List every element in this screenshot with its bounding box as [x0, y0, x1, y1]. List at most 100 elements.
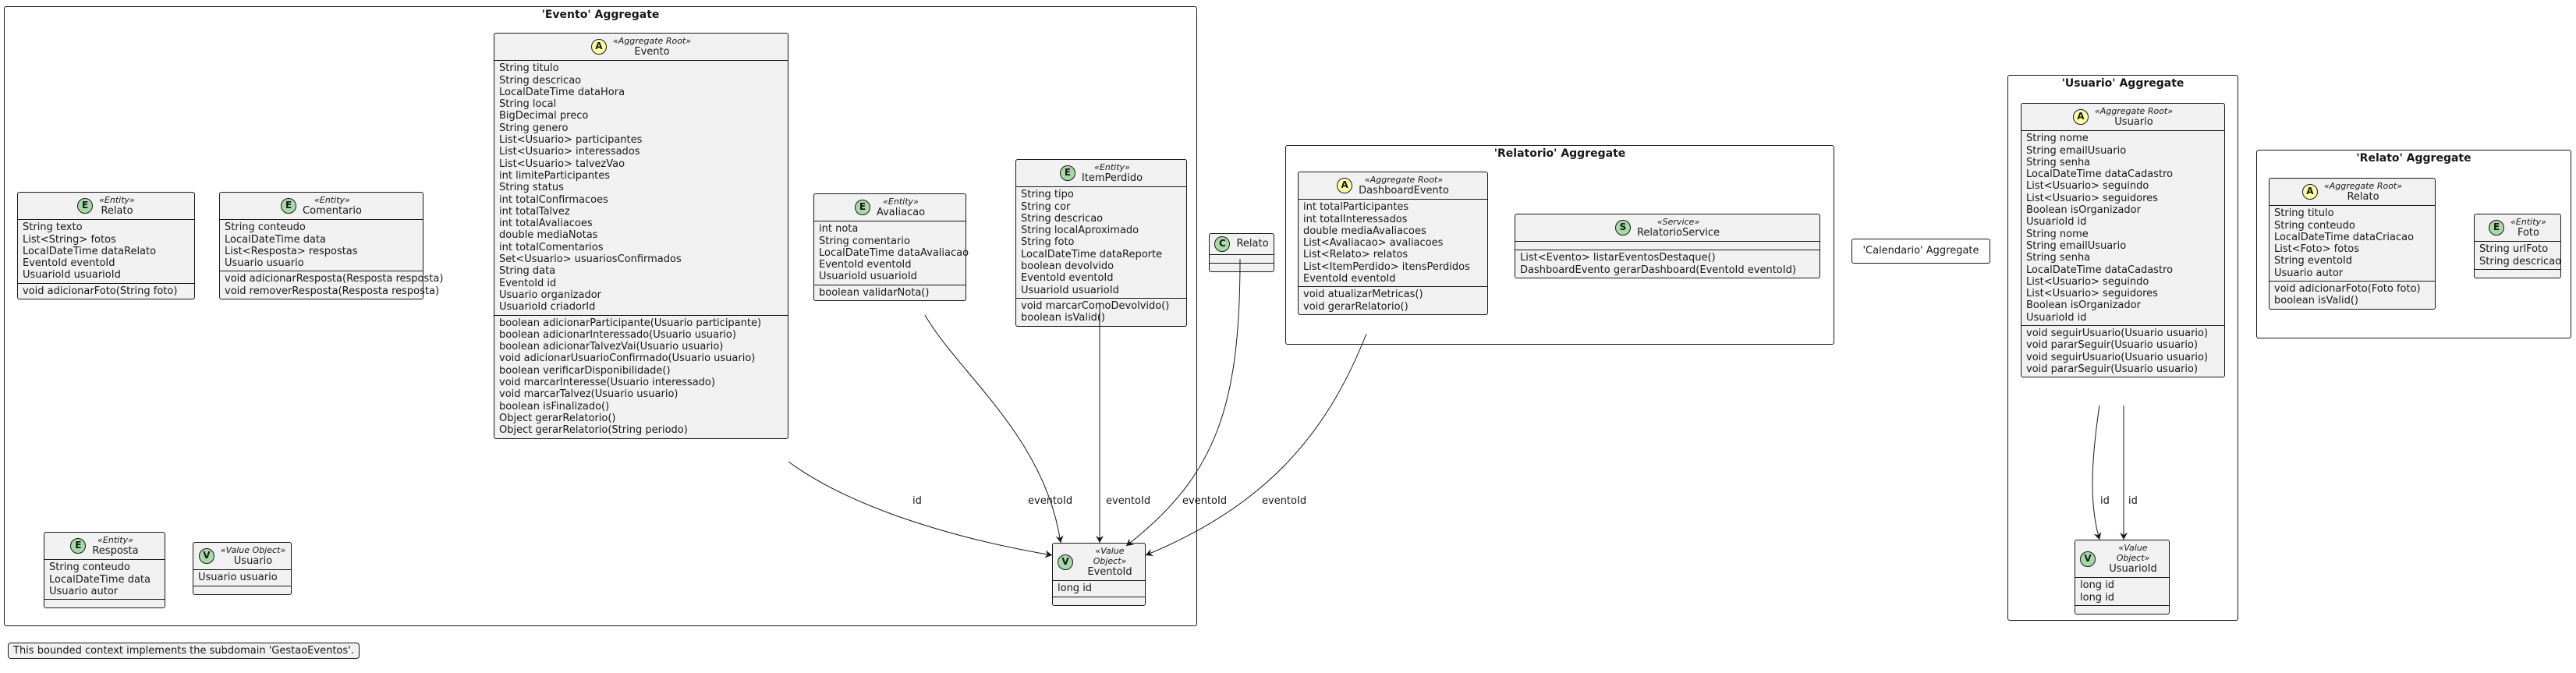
class-name: DashboardEvento [1359, 185, 1449, 197]
class-attribute: int totalTalvez [499, 205, 570, 218]
class-methods: void marcarComoDevolvido()boolean isVali… [1016, 299, 1186, 326]
class-stereotype: «Entity» [2510, 217, 2546, 227]
class-method: void gerarRelatorio() [1303, 300, 1408, 313]
class-attribute: int totalAvaliacoes [499, 218, 593, 230]
class-attribute: LocalDateTime dataRelato [23, 245, 157, 257]
class-name: Relato [101, 205, 133, 217]
edge-label: eventoId [1028, 495, 1072, 507]
class-header: V«Value Object»Usuario [193, 543, 291, 571]
class-heading: «Aggregate Root»Evento [613, 36, 691, 58]
class-header: E«Entity»ItemPerdido [1016, 160, 1186, 188]
class-heading: «Entity»Foto [2510, 217, 2546, 239]
class-attribute: int nota [819, 223, 859, 236]
class-attribute: String titulo [499, 62, 559, 75]
class-attribute: String descricao [499, 74, 582, 87]
class-header: E«Entity»Foto [2475, 214, 2560, 243]
class-method: boolean isValid() [2274, 295, 2358, 307]
class-attribute: String cor [1021, 200, 1071, 213]
class-attribute: String local [499, 98, 557, 111]
class-stereotype: «Entity» [97, 535, 133, 545]
class-stereotype: «Value Object» [1093, 546, 1127, 566]
class-method: boolean validarNota() [819, 286, 930, 299]
class-attribute: String descricao [1021, 212, 1104, 225]
class-attribute: Boolean isOrganizador [2026, 204, 2141, 217]
class-name: RelatorioService [1636, 227, 1720, 239]
class-attribute: List<Foto> fotos [2274, 243, 2360, 256]
class-methods: boolean adicionarParticipante(Usuario pa… [494, 316, 788, 438]
class-methods: void adicionarFoto(Foto foto)boolean isV… [2270, 282, 2435, 309]
edge-usuario-usuarioid-1 [2092, 405, 2102, 540]
class-attribute: List<Usuario> participantes [499, 134, 643, 147]
class-attribute: EventoId eventoId [1303, 273, 1396, 285]
edge-label: id [912, 495, 922, 507]
class-method: void adicionarFoto(String foto) [23, 285, 178, 297]
class-attribute: Usuario organizador [499, 289, 602, 301]
class-header: E«Entity»Avaliacao [814, 194, 966, 222]
class-attribute: Boolean isOrganizador [2026, 299, 2141, 312]
class-kind-icon: A [1337, 178, 1353, 194]
class-stereotype: «Aggregate Root» [612, 36, 692, 46]
class-heading: «Value Object»UsuarioId [2102, 543, 2164, 575]
context-note: This bounded context implements the subd… [8, 643, 360, 659]
class-kind-icon: A [590, 39, 607, 55]
package-calendario: 'Calendario' Aggregate [1851, 239, 1990, 264]
class-attribute: LocalDateTime dataHora [499, 86, 625, 98]
class-attribute: List<Usuario> seguindo [2026, 275, 2149, 288]
package-relato: 'Relato' Aggregate [2256, 150, 2571, 338]
class-method: List<Evento> listarEventosDestaque() [1520, 252, 1716, 264]
class-name: Evento [634, 46, 670, 58]
class-attribute: EventoId eventoId [819, 259, 912, 271]
class-attribute: String conteudo [49, 561, 130, 574]
class-method: boolean adicionarTalvezVai(Usuario usuar… [499, 341, 724, 353]
class-attribute: String eventoId [2274, 255, 2352, 267]
class-attribute: String conteudo [225, 221, 306, 234]
class-method: void marcarTalvez(Usuario usuario) [499, 388, 679, 401]
class-method: void removerResposta(Resposta resposta) [225, 285, 440, 297]
class-attribute: UsuarioId criadorId [499, 301, 596, 313]
class-stereotype: «Aggregate Root» [2323, 181, 2403, 191]
class-method: boolean verificarDisponibilidade() [499, 364, 671, 377]
class-attribute: LocalDateTime dataCadastro [2026, 168, 2174, 181]
package-evento: 'Evento' Aggregate [4, 6, 1197, 626]
class-header: E«Entity»Comentario [220, 193, 423, 221]
class-heading: Relato [1236, 238, 1268, 250]
class-header: A«Aggregate Root»Usuario [2021, 104, 2224, 132]
package-title: 'Relatorio' Aggregate [1494, 147, 1626, 160]
class-stereotype: «Value Object» [2116, 543, 2150, 563]
class-attributes [1210, 255, 1274, 264]
class-method: void adicionarFoto(Foto foto) [2274, 283, 2421, 296]
class-attribute: EventoId eventoId [1021, 272, 1114, 285]
class-attribute: Set<Usuario> usuariosConfirmados [499, 253, 682, 266]
class-heading: «Service»RelatorioService [1637, 217, 1720, 239]
class-heading: «Entity»Avaliacao [877, 197, 925, 218]
class-heading: «Aggregate Root»Usuario [2095, 106, 2173, 128]
class-attribute: List<Usuario> seguindo [2026, 180, 2149, 193]
class-method: void pararSeguir(Usuario usuario) [2026, 339, 2199, 352]
edge-label: eventoId [1182, 495, 1227, 507]
class-kind-icon: V [1058, 554, 1073, 570]
